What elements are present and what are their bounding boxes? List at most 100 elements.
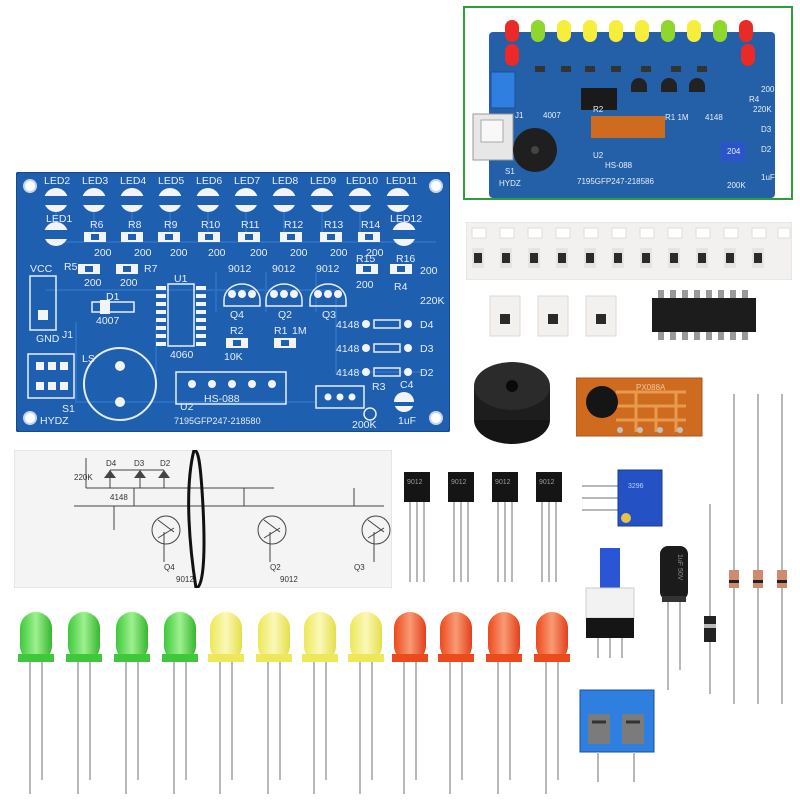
inset-d2-label: D2: [761, 145, 772, 154]
oscillator-module: PX088A: [576, 377, 703, 437]
inset-r4-value: 220K: [753, 105, 772, 114]
s1-label: S1: [62, 403, 75, 415]
resistor-label: R6: [90, 219, 104, 231]
inset-s1-label: S1: [505, 167, 515, 176]
led-footprint: [386, 188, 410, 212]
resistor-value: 200: [134, 247, 152, 259]
led-footprint: [392, 222, 416, 246]
inset-hydz-label: HYDZ: [499, 179, 521, 188]
resistor-value: 200: [250, 247, 268, 259]
led-label: LED8: [272, 175, 298, 187]
led-footprint: [234, 188, 258, 212]
led-yellow: [256, 612, 292, 662]
inset-u2-value: HS-088: [605, 161, 633, 170]
gnd-label: GND: [36, 333, 60, 345]
led-red: [534, 612, 570, 662]
r3-value: 200K: [352, 419, 377, 431]
led-footprint: [82, 188, 106, 212]
diode-type: 4148: [336, 319, 360, 331]
transistor-marking: 9012: [451, 479, 467, 486]
led-label: LED9: [310, 175, 336, 187]
led-label: LED12: [390, 213, 422, 225]
q-label: Q2: [278, 309, 292, 321]
led-label: LED11: [386, 175, 417, 187]
inset-trimmer-value: 204: [727, 147, 741, 156]
hydz-label: HYDZ: [40, 415, 69, 427]
q-label: Q3: [322, 309, 336, 321]
inset-d3-label: D3: [761, 125, 772, 134]
resistor-value: 200: [330, 247, 348, 259]
resistor-value: 200: [84, 277, 102, 289]
inset-r4-label: R4: [749, 95, 760, 104]
resistor-value: 200: [420, 265, 438, 277]
push-switch: [585, 548, 635, 658]
led-label: LED10: [346, 175, 378, 187]
led-green: [66, 612, 102, 662]
buzzer: [474, 362, 550, 444]
schematic-label: D2: [160, 459, 171, 468]
screw-terminal: [579, 689, 655, 782]
schematic-diode: 4148: [110, 493, 128, 502]
led-yellow: [348, 612, 384, 662]
led-red: [486, 612, 522, 662]
resistor-label: R5: [64, 261, 78, 273]
inset-c4-value: 1uF: [761, 173, 775, 182]
resistor-value: 220K: [420, 295, 445, 307]
resistor-label: R8: [128, 219, 142, 231]
smd-resistor-pieces: [489, 295, 617, 337]
resistor-value: 200: [170, 247, 188, 259]
c4-label: C4: [400, 379, 414, 391]
diodes: [704, 394, 787, 704]
resistor-value: 200: [290, 247, 308, 259]
resistor-label: R7: [144, 263, 158, 275]
led-footprint: [272, 188, 296, 212]
u2-value: HS-088: [204, 393, 240, 405]
resistor-label: R11: [241, 219, 260, 231]
schematic-resistor: 220K: [74, 473, 93, 482]
module-code: PX088A: [636, 383, 666, 392]
led-green: [114, 612, 150, 662]
u1-label: U1: [174, 273, 188, 285]
resistor-label: R16: [396, 253, 415, 265]
schematic-card: D4 D3 D2 4148 220K Q4 Q2 Q3 9012 9012: [14, 450, 392, 588]
trimmer-marking: 3296: [628, 483, 644, 490]
schematic-q-label: Q3: [354, 563, 365, 572]
c4-value: 1uF: [398, 415, 416, 427]
diode-label: D3: [420, 343, 434, 355]
inset-r2-label: R2: [593, 105, 604, 114]
ls-label: LS: [82, 353, 95, 365]
schematic-q-label: Q4: [164, 563, 175, 572]
led-yellow: [208, 612, 244, 662]
schematic-q-label: Q2: [270, 563, 281, 572]
transistor-type: 9012: [272, 263, 296, 275]
transistor-marking: 9012: [495, 479, 511, 486]
led-red: [438, 612, 474, 662]
schematic-label: D3: [134, 459, 145, 468]
diode-label: D4: [420, 319, 434, 331]
trimmer-potentiometer: 3296: [582, 469, 663, 527]
diode-type: 4148: [336, 367, 360, 379]
electrolytic-capacitor: 1uF 50V: [660, 546, 688, 690]
u2-label: U2: [180, 401, 194, 413]
inset-u2-label: U2: [593, 151, 604, 160]
led-green: [18, 612, 54, 662]
led-green: [162, 612, 198, 662]
resistor-label: R14: [361, 219, 380, 231]
schematic-label: D4: [106, 459, 117, 468]
resistor-value: 200: [356, 279, 374, 291]
inset-r3-value: 200K: [727, 181, 746, 190]
transistor-type: 9012: [228, 263, 252, 275]
led-components: [18, 612, 570, 794]
led-label: LED3: [82, 175, 108, 187]
r3-label: R3: [372, 381, 386, 393]
assembled-board-photo: 7195GFP247-218586 HS-088 U2 S1 HYDZ R2 R…: [463, 6, 793, 200]
led-label: LED6: [196, 175, 222, 187]
inset-board-code: 7195GFP247-218586: [577, 177, 655, 186]
q-label: Q4: [230, 309, 244, 321]
led-footprint: [348, 188, 372, 212]
resistor-label: R15: [356, 253, 375, 265]
resistor-value: 200: [366, 247, 384, 259]
r1-label: R1: [274, 325, 288, 337]
j1-label: J1: [62, 329, 73, 341]
inset-j1-label: J1: [515, 111, 524, 120]
